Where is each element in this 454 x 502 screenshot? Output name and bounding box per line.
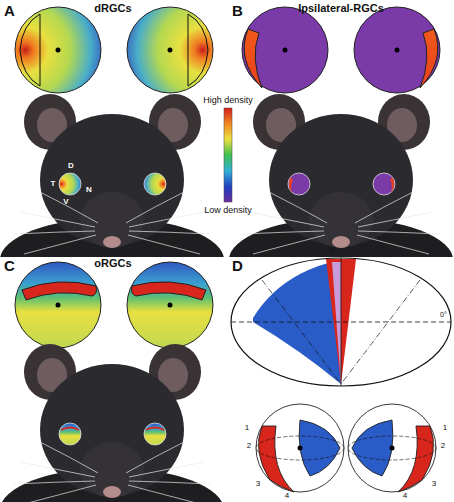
panel-title: oRGCs <box>94 258 131 269</box>
axis-letter: N <box>86 186 92 194</box>
panel-letter: D <box>232 258 243 273</box>
panel-letter: A <box>4 3 15 18</box>
angle-label: 0° <box>440 311 447 318</box>
region-number: 4 <box>403 492 407 500</box>
axis-letter: V <box>63 198 68 206</box>
angle-label: 0° <box>330 247 337 254</box>
region-number: 1 <box>443 424 447 432</box>
axis-letter: T <box>51 180 56 188</box>
region-number: 2 <box>247 442 251 450</box>
region-number: 4 <box>285 492 289 500</box>
region-number: 3 <box>432 480 436 488</box>
panel-letter: B <box>232 3 243 18</box>
region-number: 3 <box>256 480 260 488</box>
region-number: 2 <box>441 442 445 450</box>
scale-label: Low density <box>204 206 252 215</box>
panel-letter: C <box>4 258 15 273</box>
panel-title: Ipsilateral-RGCs <box>298 3 384 14</box>
region-number: 1 <box>245 424 249 432</box>
scale-label: High density <box>203 96 253 105</box>
panel-title: dRGCs <box>94 3 131 14</box>
axis-letter: D <box>68 162 74 170</box>
